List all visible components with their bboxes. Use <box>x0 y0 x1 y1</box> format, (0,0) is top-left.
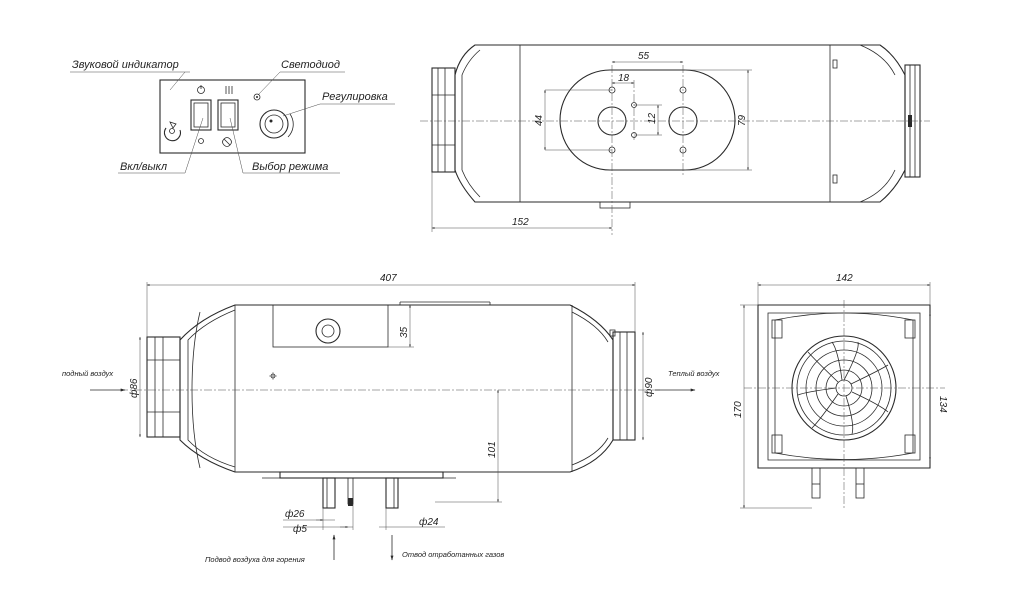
on-off-switch <box>190 99 212 131</box>
buzzer-icon <box>163 121 182 142</box>
combustion-air-label: Подвод воздуха для горения <box>205 555 305 564</box>
dim-5: ф5 <box>293 523 307 535</box>
led-label: Светодиод <box>281 59 340 71</box>
mode-switch <box>217 99 239 131</box>
dim-90: ф90 <box>643 377 655 397</box>
panel-leaders <box>70 71 395 174</box>
dim-18: 18 <box>618 73 630 84</box>
sound-indicator-label: Звуковой индикатор <box>72 59 179 71</box>
on-off-label: Вкл/выкл <box>120 161 167 173</box>
dim-35: 35 <box>399 326 410 338</box>
exhaust-label: Отвод отработанных газов <box>402 550 504 559</box>
dim-26: ф26 <box>285 508 305 520</box>
dim-12: 12 <box>647 112 658 124</box>
dim-55: 55 <box>638 51 650 62</box>
dim-44: 44 <box>534 114 545 126</box>
mode-select-label: Выбор режима <box>252 161 328 173</box>
regulation-knob <box>259 109 294 139</box>
dim-152: 152 <box>512 217 529 228</box>
dim-24: ф24 <box>419 516 439 528</box>
power-icon <box>197 85 205 94</box>
top-view <box>420 44 930 235</box>
control-panel <box>159 79 306 154</box>
dim-79: 79 <box>737 114 748 126</box>
intake-air-label: подный воздух <box>62 369 113 378</box>
side-view <box>90 282 696 561</box>
heat-mode-icon <box>225 86 233 94</box>
dim-134: 134 <box>937 396 948 413</box>
dim-170: 170 <box>733 401 744 418</box>
led-indicator <box>253 93 261 101</box>
warm-air-label: Теплый воздух <box>668 369 720 378</box>
dim-407: 407 <box>380 273 397 284</box>
dim-101: 101 <box>487 441 498 458</box>
dim-142: 142 <box>836 273 853 284</box>
regulation-label: Регулировка <box>322 91 388 103</box>
panel-outline <box>159 79 306 154</box>
end-view <box>740 282 945 510</box>
fan-mode-icon <box>222 137 232 147</box>
dim-86: ф86 <box>128 378 140 398</box>
